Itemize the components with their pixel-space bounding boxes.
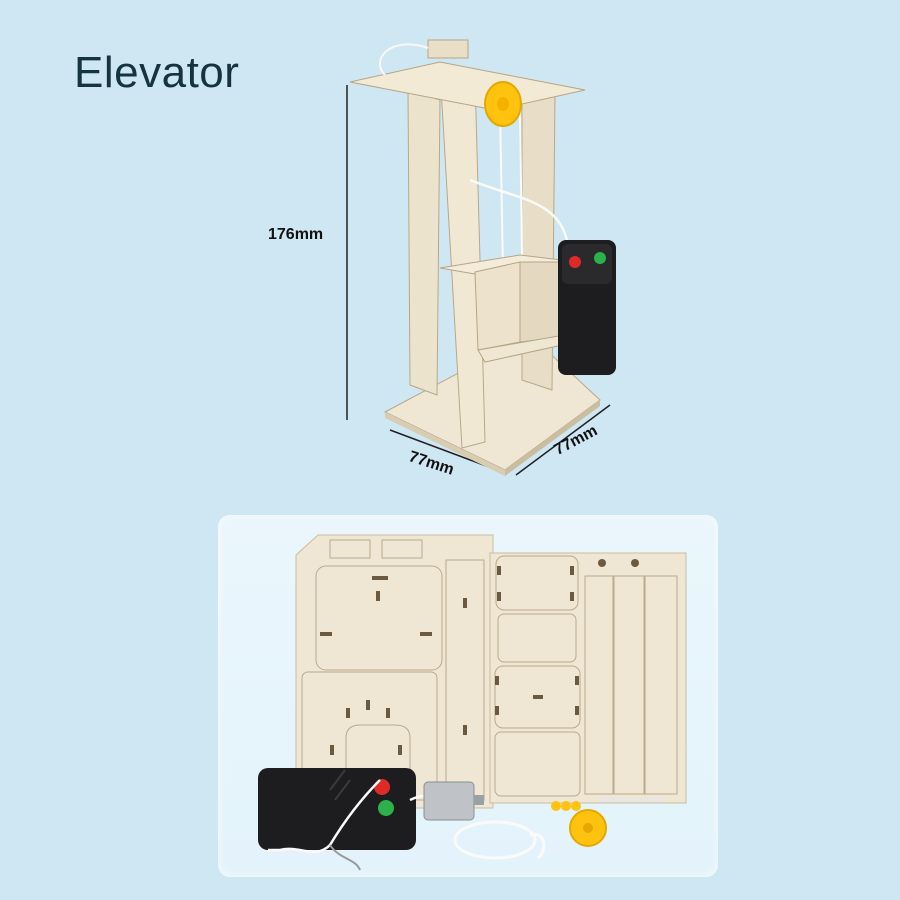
wood-sheet-right xyxy=(489,552,687,804)
string-loop xyxy=(453,820,537,860)
red-button-icon xyxy=(569,256,581,268)
motor-icon xyxy=(423,781,475,821)
top-motor-mount xyxy=(427,39,469,59)
elevator-base-edge xyxy=(385,412,505,476)
top-plate xyxy=(349,61,586,111)
page-title: Elevator xyxy=(74,48,240,97)
green-button-icon xyxy=(594,252,606,264)
depth-dimension-line xyxy=(515,404,611,476)
kit-red-button-icon xyxy=(374,779,390,795)
height-dimension-label: 176mm xyxy=(268,226,324,243)
kit-green-button-icon xyxy=(378,800,394,816)
kit-wire xyxy=(268,779,381,854)
